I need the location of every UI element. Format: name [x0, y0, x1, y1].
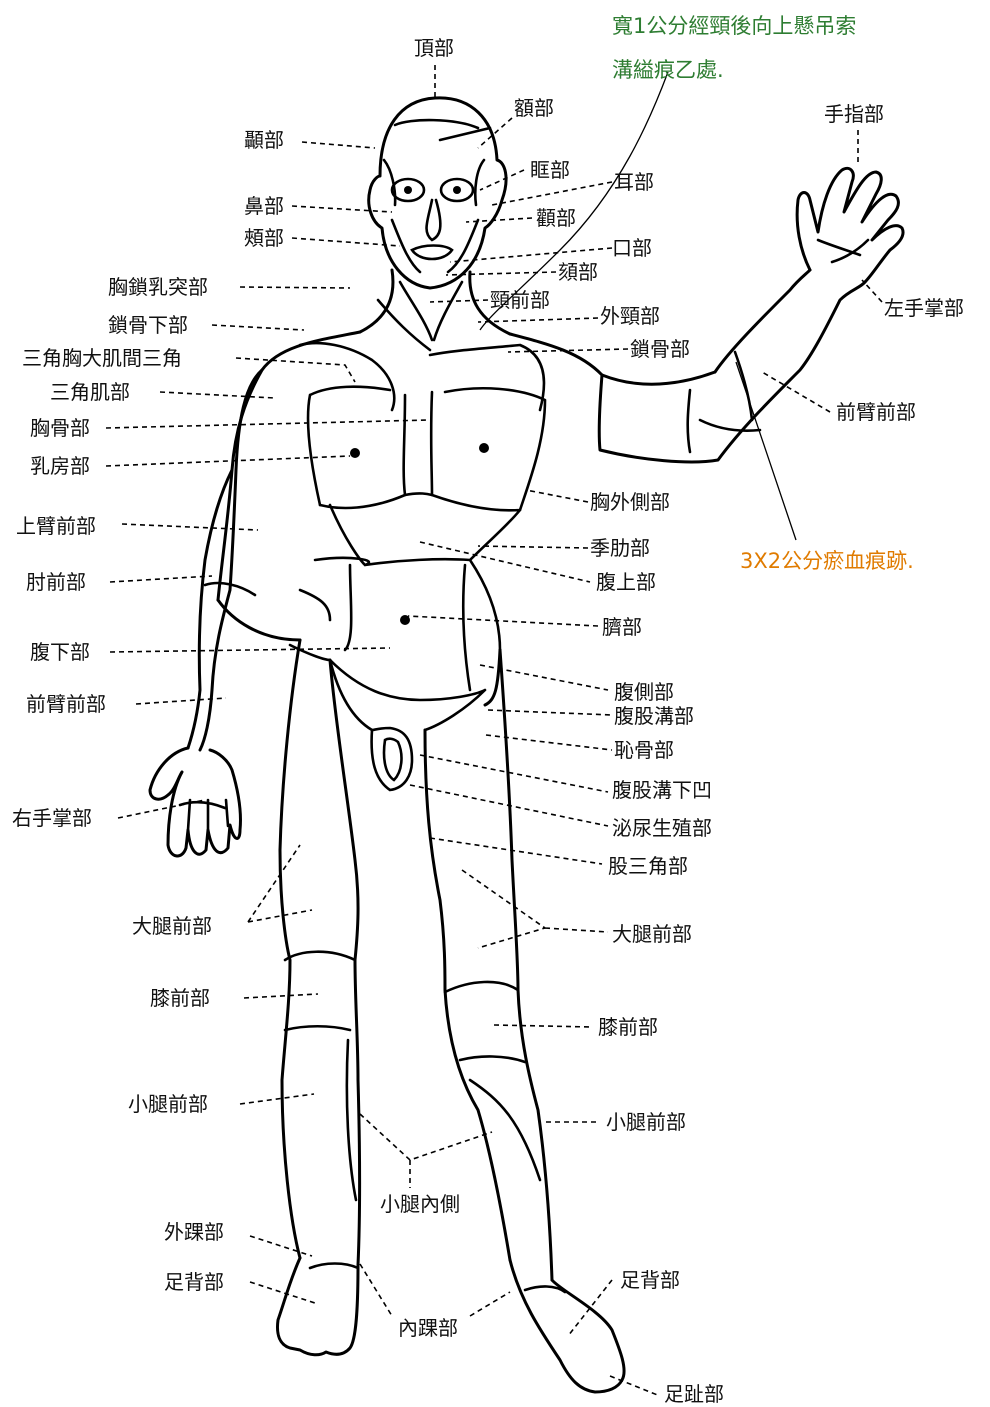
label-chin: 頦部 — [558, 260, 598, 284]
nose-line — [425, 198, 442, 242]
label-hypogastric: 腹下部 — [30, 640, 90, 664]
label-orbital: 眶部 — [530, 158, 570, 182]
label-forearm-front-right: 前臂前部 — [26, 692, 106, 716]
head-outline — [367, 96, 508, 290]
label-upper-arm-front: 上臂前部 — [16, 514, 96, 538]
label-scm: 胸鎖乳突部 — [108, 275, 208, 299]
label-inguinal: 腹股溝部 — [614, 704, 694, 728]
label-cheek: 頰部 — [244, 226, 284, 250]
label-temporal: 顳部 — [244, 128, 284, 152]
label-femoral-triangle: 股三角部 — [608, 854, 688, 878]
mouth-line — [410, 244, 454, 261]
label-top: 頂部 — [414, 36, 454, 60]
label-ear: 耳部 — [614, 170, 654, 194]
label-infraclavicular: 鎖骨下部 — [108, 313, 188, 337]
label-lateral-neck: 外頸部 — [600, 304, 660, 328]
label-right-palm: 右手掌部 — [12, 806, 92, 830]
label-epigastric: 腹上部 — [596, 570, 656, 594]
label-anterior-neck: 頸前部 — [490, 288, 550, 312]
leader-lines — [105, 65, 883, 1397]
label-nose: 鼻部 — [244, 194, 284, 218]
label-knee-front-left: 膝前部 — [598, 1015, 658, 1039]
left-eye — [439, 177, 475, 203]
label-umbilical: 臍部 — [602, 615, 642, 639]
label-sternum: 胸骨部 — [30, 416, 90, 440]
right-eye — [390, 177, 426, 203]
neck-injury-note-line2: 溝縊痕乙處. — [612, 58, 724, 82]
label-forearm-front-left: 前臂前部 — [836, 400, 916, 424]
left-hand — [795, 166, 905, 284]
label-pubic: 恥骨部 — [614, 738, 674, 762]
label-mouth: 口部 — [612, 236, 652, 260]
label-toes: 足趾部 — [664, 1382, 724, 1406]
label-left-palm: 左手掌部 — [884, 296, 964, 320]
label-lateral-malleolus: 外踝部 — [164, 1220, 224, 1244]
label-deltoid: 三角肌部 — [50, 380, 130, 404]
label-hypochondriac: 季肋部 — [590, 536, 650, 560]
label-foot-dorsum-left: 足背部 — [620, 1268, 680, 1292]
label-foot-dorsum-right: 足背部 — [164, 1270, 224, 1294]
neck-injury-note-line1: 寬1公分經頸後向上懸吊索 — [612, 14, 857, 38]
label-clavicle: 鎖骨部 — [630, 337, 690, 361]
label-thigh-front-right: 大腿前部 — [132, 914, 212, 938]
label-knee-front-right: 膝前部 — [150, 986, 210, 1010]
label-breast: 乳房部 — [30, 454, 90, 478]
label-urogenital: 泌尿生殖部 — [612, 816, 712, 840]
label-thigh-front-left: 大腿前部 — [612, 922, 692, 946]
label-fingers: 手指部 — [824, 102, 884, 126]
label-leg-front-left: 小腿前部 — [606, 1110, 686, 1134]
label-medial-malleolus: 內踝部 — [398, 1316, 458, 1340]
forearm-bruise-note: 3X2公分瘀血痕跡. — [740, 549, 914, 573]
body-outline — [148, 96, 905, 1394]
label-deltopectoral: 三角胸大肌間三角 — [22, 346, 182, 370]
label-medial-leg: 小腿內側 — [380, 1192, 460, 1216]
label-lateral-chest: 胸外側部 — [590, 490, 670, 514]
label-elbow-front: 肘前部 — [26, 570, 86, 594]
label-lateral-abdomen: 腹側部 — [614, 680, 674, 704]
label-leg-front-right: 小腿前部 — [128, 1092, 208, 1116]
label-zygomatic: 顴部 — [536, 206, 576, 230]
label-forehead: 額部 — [514, 96, 554, 120]
label-inguinal-fossa: 腹股溝下凹 — [612, 778, 712, 802]
